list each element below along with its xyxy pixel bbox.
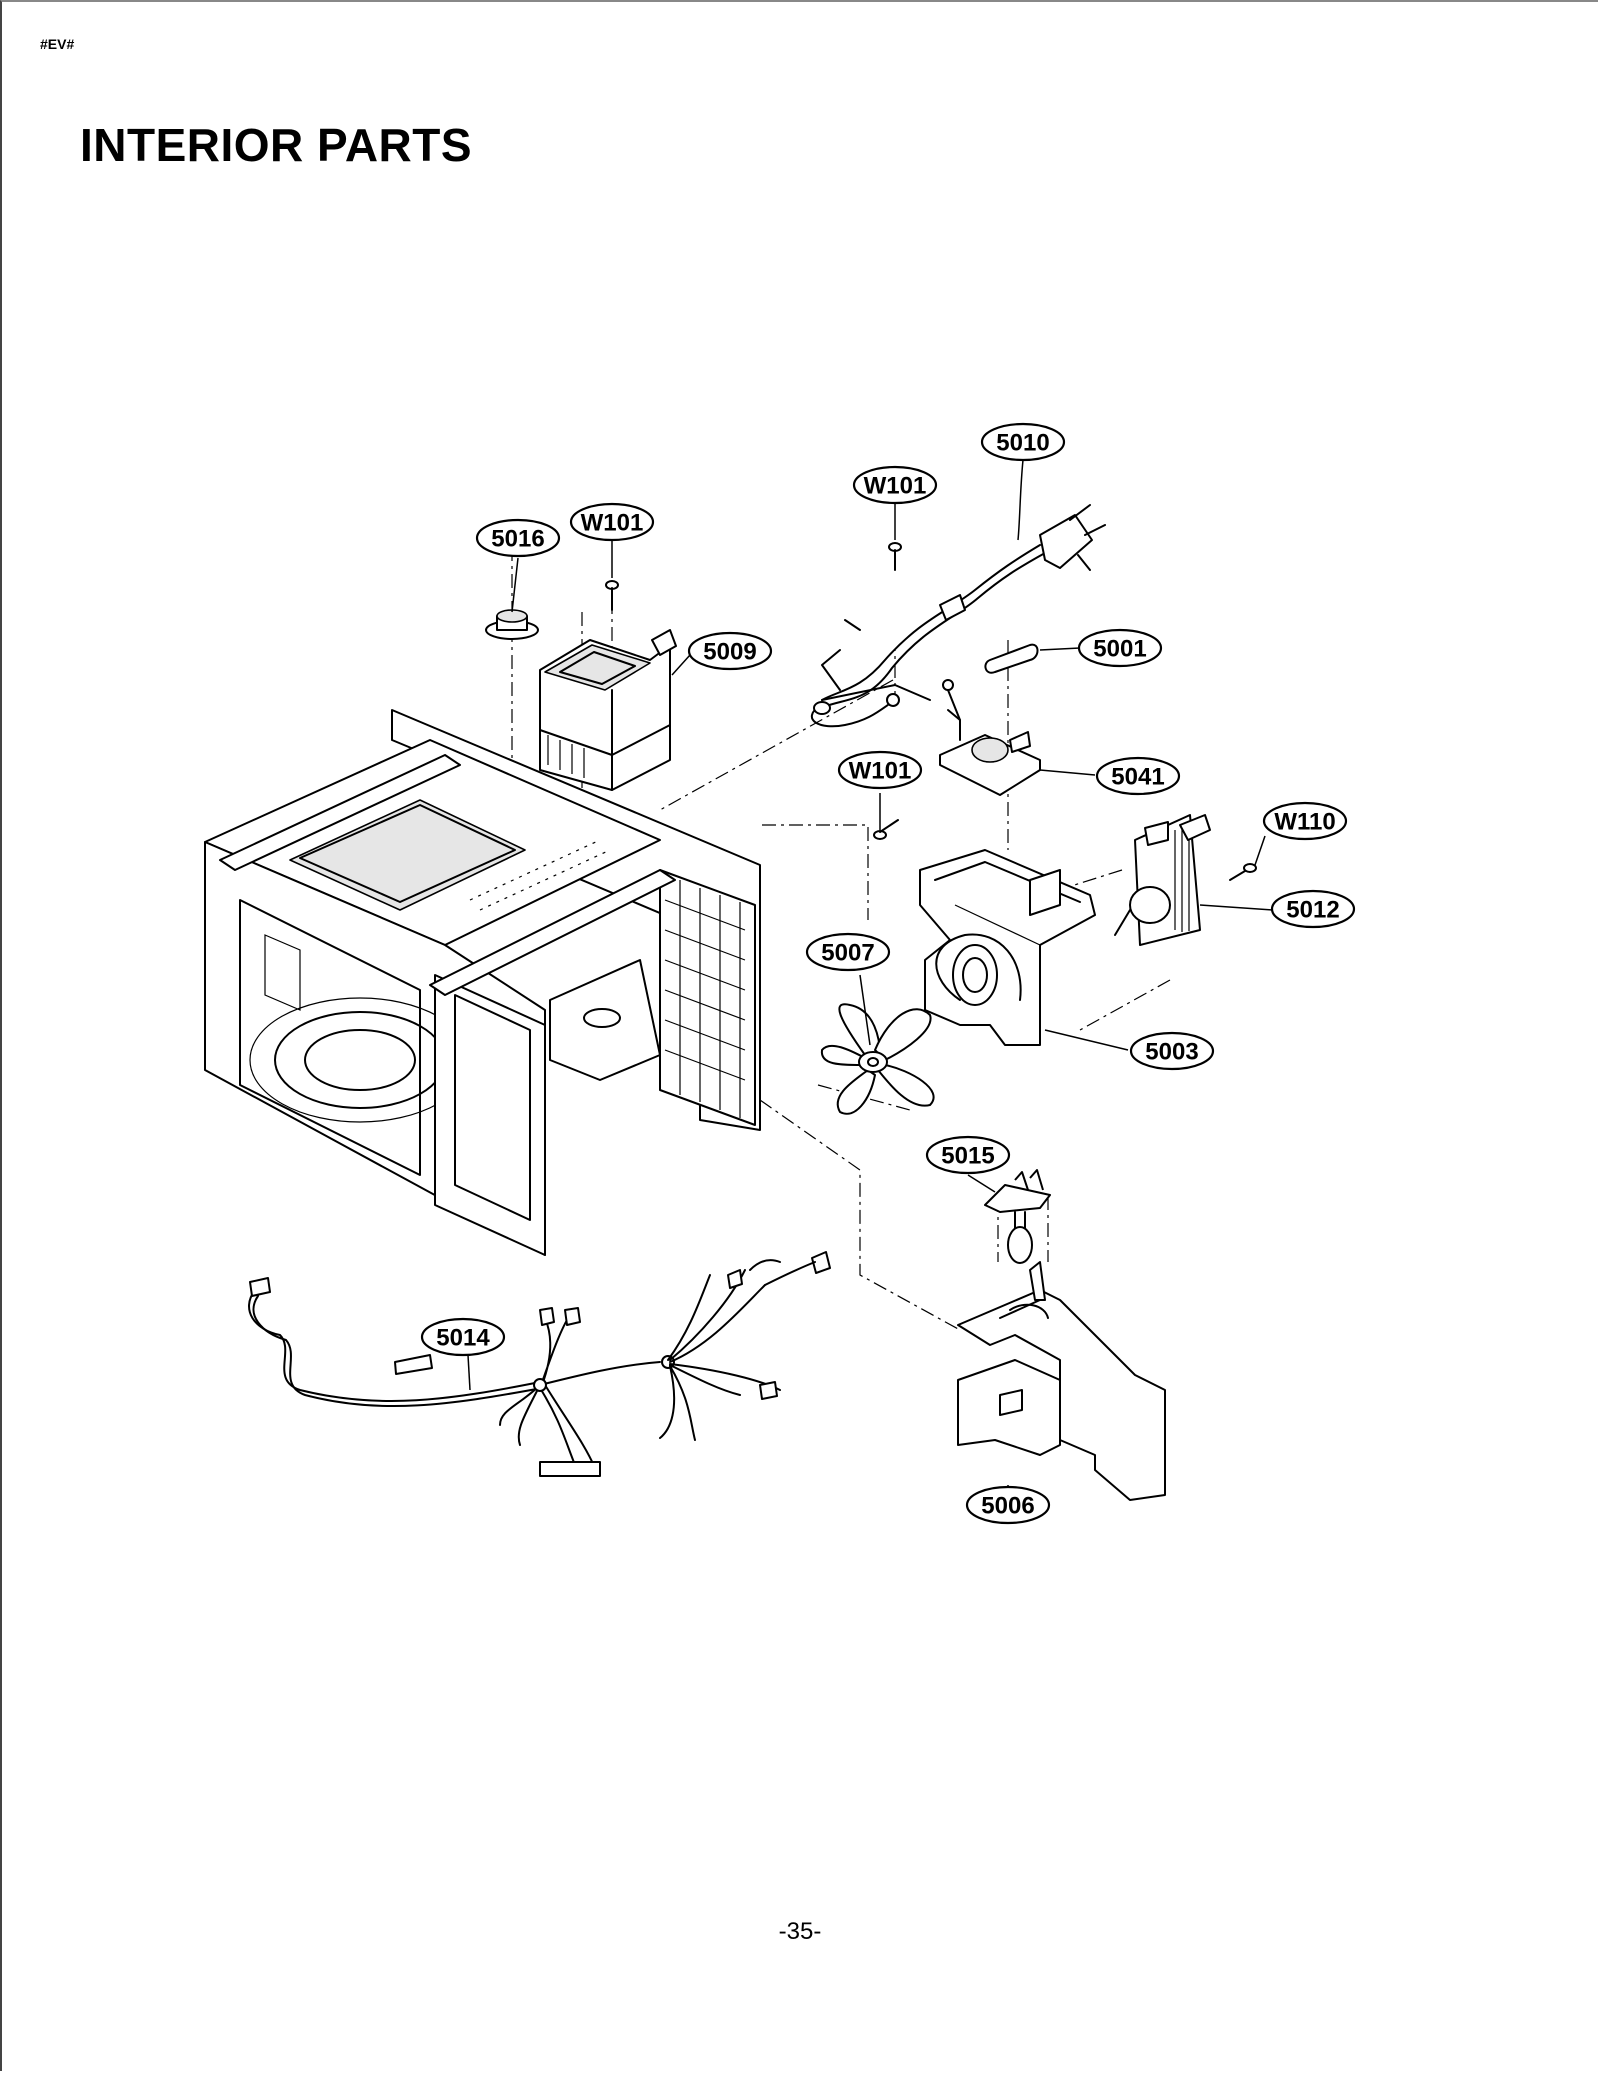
- callout-5016: 5016: [475, 518, 561, 558]
- callout-5001: 5001: [1077, 628, 1163, 668]
- part-w101-screw-c: [873, 819, 899, 840]
- callout-w101-middle: W101: [837, 750, 923, 790]
- part-5006-air-guide: [957, 1261, 1166, 1501]
- svg-text:5006: 5006: [981, 1493, 1034, 1520]
- svg-text:5001: 5001: [1093, 636, 1146, 663]
- svg-text:W101: W101: [849, 758, 912, 785]
- callout-5007: 5007: [805, 932, 891, 972]
- callout-5010: 5010: [980, 422, 1066, 462]
- part-w101-screw-a: [605, 580, 619, 611]
- svg-text:5007: 5007: [821, 940, 874, 967]
- part-w110-screw: [1229, 863, 1257, 881]
- svg-text:W101: W101: [581, 510, 644, 537]
- part-5010-power-cord: [811, 504, 1106, 728]
- callout-5041: 5041: [1095, 756, 1181, 796]
- callout-w110: W110: [1262, 801, 1348, 841]
- part-5003-motor-bracket: [919, 849, 1096, 1046]
- callout-5012: 5012: [1270, 889, 1356, 929]
- svg-text:5041: 5041: [1111, 764, 1164, 791]
- svg-text:5016: 5016: [491, 526, 544, 553]
- callout-5014: 5014: [420, 1317, 506, 1357]
- callout-5009: 5009: [687, 631, 773, 671]
- part-5041-noise-filter: [939, 679, 1041, 796]
- page-title: INTERIOR PARTS: [80, 119, 473, 171]
- part-5014-wire-harness: [248, 1251, 831, 1477]
- svg-text:5014: 5014: [436, 1325, 490, 1352]
- part-5001-fuse: [984, 643, 1039, 674]
- svg-text:W110: W110: [1274, 809, 1335, 836]
- part-5007-fan-blade: [820, 1003, 935, 1115]
- document-code: #EV#: [40, 36, 75, 52]
- leader-lines: [467, 459, 1273, 1500]
- cavity-frame: [204, 709, 761, 1256]
- callout-w101-magnetron: W101: [569, 502, 655, 542]
- svg-text:5009: 5009: [703, 639, 756, 666]
- svg-text:5012: 5012: [1286, 897, 1339, 924]
- svg-text:W101: W101: [864, 473, 927, 500]
- callout-5003: 5003: [1129, 1031, 1215, 1071]
- svg-text:5003: 5003: [1145, 1039, 1198, 1066]
- callout-5015: 5015: [925, 1135, 1011, 1175]
- part-5015-lamp: [984, 1169, 1051, 1264]
- part-5009-magnetron: [539, 629, 677, 791]
- part-5012-fan-motor: [1114, 814, 1211, 946]
- callout-w101-top: W101: [852, 465, 938, 505]
- callout-5006: 5006: [965, 1485, 1051, 1525]
- svg-text:5010: 5010: [996, 430, 1049, 457]
- part-5016-thermostat: [485, 609, 539, 640]
- page-number: -35-: [778, 1918, 822, 1945]
- part-w101-screw-b: [888, 542, 902, 571]
- svg-text:5015: 5015: [941, 1143, 994, 1170]
